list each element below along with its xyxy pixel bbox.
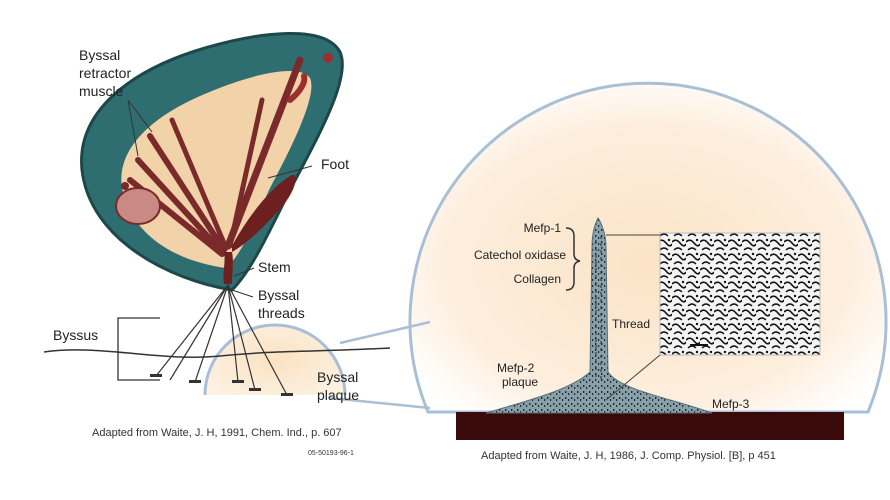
micrograph-pointer-bottom (605, 354, 661, 401)
byssal-retractor-label-2: retractor (79, 65, 131, 81)
collagen-label: Collagen (514, 272, 561, 286)
catechol-oxidase-label: Catechol oxidase (474, 248, 566, 262)
left-caption-code: 05-50193-96-1 (308, 450, 354, 457)
byssus-bracket (117, 317, 160, 381)
mefp2-label-line2: plaque (502, 375, 538, 389)
protein-brace (565, 227, 581, 291)
stem-label: Stem (258, 259, 291, 275)
byssal-plaque-label-1: Byssal (317, 369, 358, 385)
zoom-connector-bottom (329, 396, 431, 410)
thread-plaques (150, 374, 293, 396)
foot-label: Foot (321, 156, 349, 172)
mefp1-label: Mefp-1 (524, 221, 562, 235)
stem-shape (223, 252, 233, 284)
thread-label: Thread (612, 317, 650, 331)
byssal-retractor-label-3: muscle (79, 83, 124, 99)
foot-shape (232, 174, 296, 252)
label-pointers (127, 99, 313, 298)
mefp3-label: Mefp-3 (712, 397, 750, 411)
byssal-retractor-muscles (127, 56, 304, 257)
zoom-connector-top (339, 320, 431, 345)
byssal-plaque-label-2: plaque (317, 387, 359, 403)
mefp2-plaque-shape (485, 217, 713, 414)
muscle-blob-left (115, 187, 161, 225)
right-caption: Adapted from Waite, J. H, 1986, J. Comp.… (481, 450, 776, 462)
micrograph-image (659, 232, 821, 356)
plaque-zoom-circle (203, 323, 347, 396)
byssal-threads (155, 284, 288, 396)
mefp2-label-line1: Mefp-2 (497, 361, 535, 375)
byssal-threads-label-1: Byssal (258, 287, 299, 303)
left-caption: Adapted from Waite, J. H, 1991, Chem. In… (92, 427, 342, 439)
byssal-threads-label-2: threads (258, 305, 305, 321)
byssal-retractor-label-1: Byssal (79, 47, 120, 63)
substrate-bar (456, 412, 844, 440)
substrate-line (43, 347, 391, 358)
magnified-thread-panel: Mefp-1 Catechol oxidase Collagen Thread … (329, 81, 888, 462)
mussel-illustration (80, 31, 344, 292)
mussel-body (121, 71, 312, 269)
byssus-label: Byssus (53, 327, 98, 343)
